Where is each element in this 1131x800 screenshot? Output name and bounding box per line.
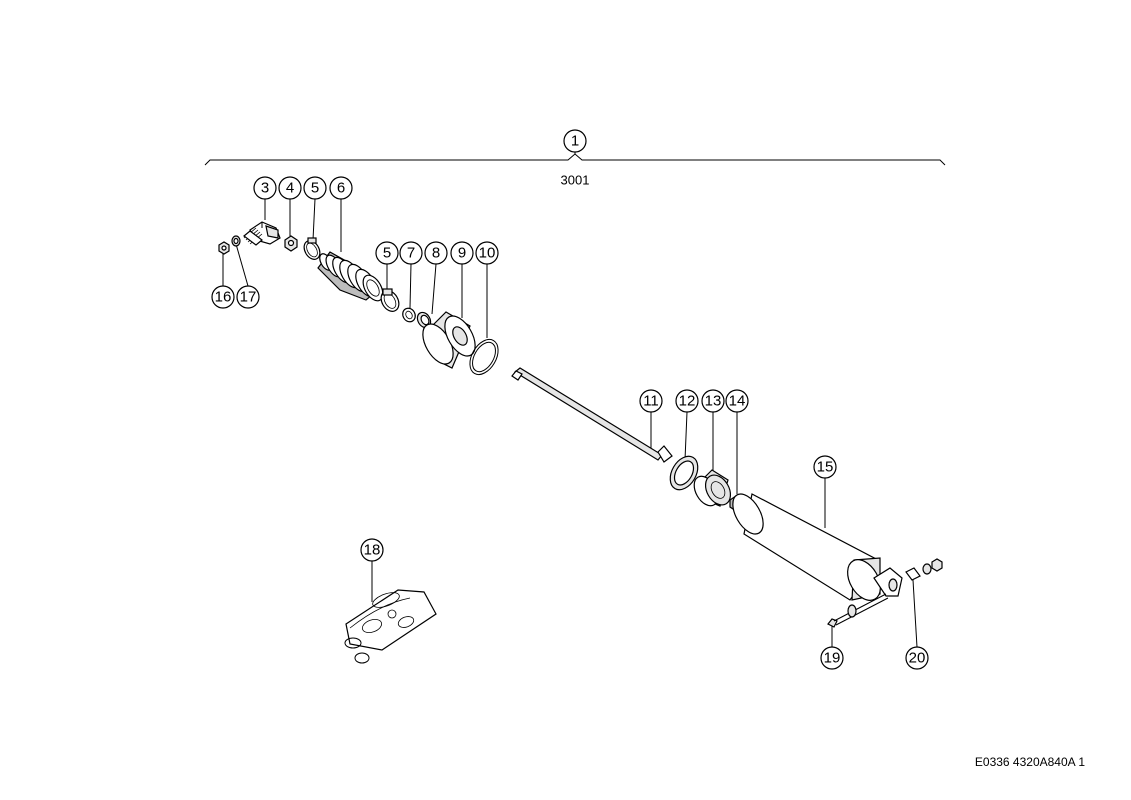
callout-15[interactable]: 15 <box>813 455 837 479</box>
clamp-part-5b <box>380 288 400 312</box>
callout-16[interactable]: 16 <box>211 285 235 309</box>
callout-8-label: 8 <box>432 245 440 262</box>
callout-4-label: 4 <box>286 180 294 197</box>
callout-5a[interactable]: 5 <box>303 176 327 200</box>
ring-part-8 <box>416 311 432 329</box>
callout-15-label: 15 <box>817 459 834 476</box>
callout-6[interactable]: 6 <box>329 176 353 200</box>
callout-12[interactable]: 12 <box>675 389 699 413</box>
drawing-reference: E0336 4320A840A 1 <box>975 755 1085 769</box>
ball-joint-part-3 <box>243 221 281 246</box>
callout-14[interactable]: 14 <box>725 389 749 413</box>
callout-5b-label: 5 <box>383 245 391 262</box>
callout-10[interactable]: 10 <box>475 241 499 265</box>
callout-17-label: 17 <box>240 289 257 306</box>
callout-20-label: 20 <box>909 650 926 667</box>
callout-6-label: 6 <box>337 180 345 197</box>
callout-13-label: 13 <box>705 393 722 410</box>
seal-kit-bag-part-18 <box>344 589 437 664</box>
assembly-bracket <box>204 152 946 166</box>
callout-5b[interactable]: 5 <box>375 241 399 265</box>
callout-5a-label: 5 <box>311 180 319 197</box>
washer-part-17 <box>231 235 241 247</box>
callout-10-label: 10 <box>479 245 496 262</box>
cylinder-head-part-9 <box>422 311 476 369</box>
piston-rod-part-11 <box>511 367 673 463</box>
callout-17[interactable]: 17 <box>236 285 260 309</box>
callout-4[interactable]: 4 <box>278 176 302 200</box>
callout-3[interactable]: 3 <box>253 176 277 200</box>
callout-9-label: 9 <box>458 245 466 262</box>
callout-12-label: 12 <box>679 393 696 410</box>
clamp-part-5a <box>303 237 321 260</box>
callout-1-label: 1 <box>571 133 579 150</box>
bolt-part-19 <box>827 593 889 628</box>
callout-8[interactable]: 8 <box>424 241 448 265</box>
callout-16-label: 16 <box>215 289 232 306</box>
callout-7[interactable]: 7 <box>399 241 423 265</box>
assembly-code: 3001 <box>561 173 590 188</box>
callout-9[interactable]: 9 <box>450 241 474 265</box>
callout-20[interactable]: 20 <box>905 646 929 670</box>
callout-11-label: 11 <box>643 393 659 410</box>
bellows-boot-part-6 <box>317 251 384 302</box>
callout-7-label: 7 <box>407 245 415 262</box>
callout-13[interactable]: 13 <box>701 389 725 413</box>
piston-part-13 <box>693 469 732 507</box>
seal-ring-part-12 <box>669 455 699 491</box>
callout-18-label: 18 <box>364 542 381 559</box>
nut-part-4 <box>284 235 298 252</box>
callout-1[interactable]: 1 <box>563 129 587 153</box>
callout-11[interactable]: 11 <box>639 389 663 413</box>
nut-part-16 <box>218 241 230 255</box>
o-ring-part-10 <box>469 338 499 376</box>
callout-19[interactable]: 19 <box>820 646 844 670</box>
callout-3-label: 3 <box>261 180 269 197</box>
callout-14-label: 14 <box>729 393 746 410</box>
pin-part-20 <box>905 558 943 581</box>
callout-19-label: 19 <box>824 650 841 667</box>
washer-part-7 <box>402 307 416 323</box>
callout-18[interactable]: 18 <box>360 538 384 562</box>
cylinder-tube-part-15 <box>732 493 903 601</box>
